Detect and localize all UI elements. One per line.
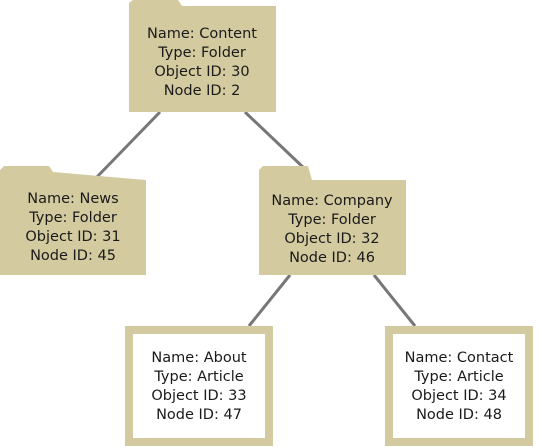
node-node-id: Node ID: 2 — [164, 83, 241, 99]
article-frame-contact — [385, 326, 533, 446]
folder-node-news: Name: News Type: Folder Object ID: 31 No… — [0, 166, 146, 275]
node-type: Type: Folder — [287, 212, 376, 228]
node-name: Name: News — [27, 191, 118, 207]
node-type: Type: Folder — [157, 45, 246, 61]
node-object-id: Object ID: 33 — [151, 388, 246, 404]
connector-company-contact — [372, 274, 417, 327]
folder-shape-company — [259, 166, 406, 275]
node-object-id: Object ID: 34 — [411, 388, 506, 404]
connector-company-about — [247, 274, 292, 327]
node-node-id: Node ID: 45 — [30, 248, 116, 264]
node-name: Name: Contact — [405, 350, 514, 366]
node-type: Type: Article — [413, 369, 503, 385]
folder-node-content: Name: Content Type: Folder Object ID: 30… — [129, 0, 276, 112]
article-frame-about — [125, 326, 273, 446]
connector-content-news — [92, 110, 162, 182]
node-name: Name: Content — [147, 26, 257, 42]
connectors — [92, 110, 417, 327]
node-node-id: Node ID: 48 — [416, 407, 502, 423]
node-type: Type: Article — [153, 369, 243, 385]
node-node-id: Node ID: 46 — [289, 250, 375, 266]
article-node-contact: Name: Contact Type: Article Object ID: 3… — [385, 326, 533, 446]
node-object-id: Object ID: 30 — [154, 64, 249, 80]
node-name: Name: About — [151, 350, 246, 366]
node-object-id: Object ID: 31 — [25, 229, 120, 245]
node-object-id: Object ID: 32 — [284, 231, 379, 247]
article-node-about: Name: About Type: Article Object ID: 33 … — [125, 326, 273, 446]
node-type: Type: Folder — [28, 210, 117, 226]
folder-shape-content — [129, 0, 276, 112]
node-node-id: Node ID: 47 — [156, 407, 242, 423]
connector-content-company — [243, 110, 308, 172]
folder-node-company: Name: Company Type: Folder Object ID: 32… — [259, 166, 406, 275]
node-name: Name: Company — [271, 193, 393, 209]
folder-shape-news — [0, 166, 146, 275]
